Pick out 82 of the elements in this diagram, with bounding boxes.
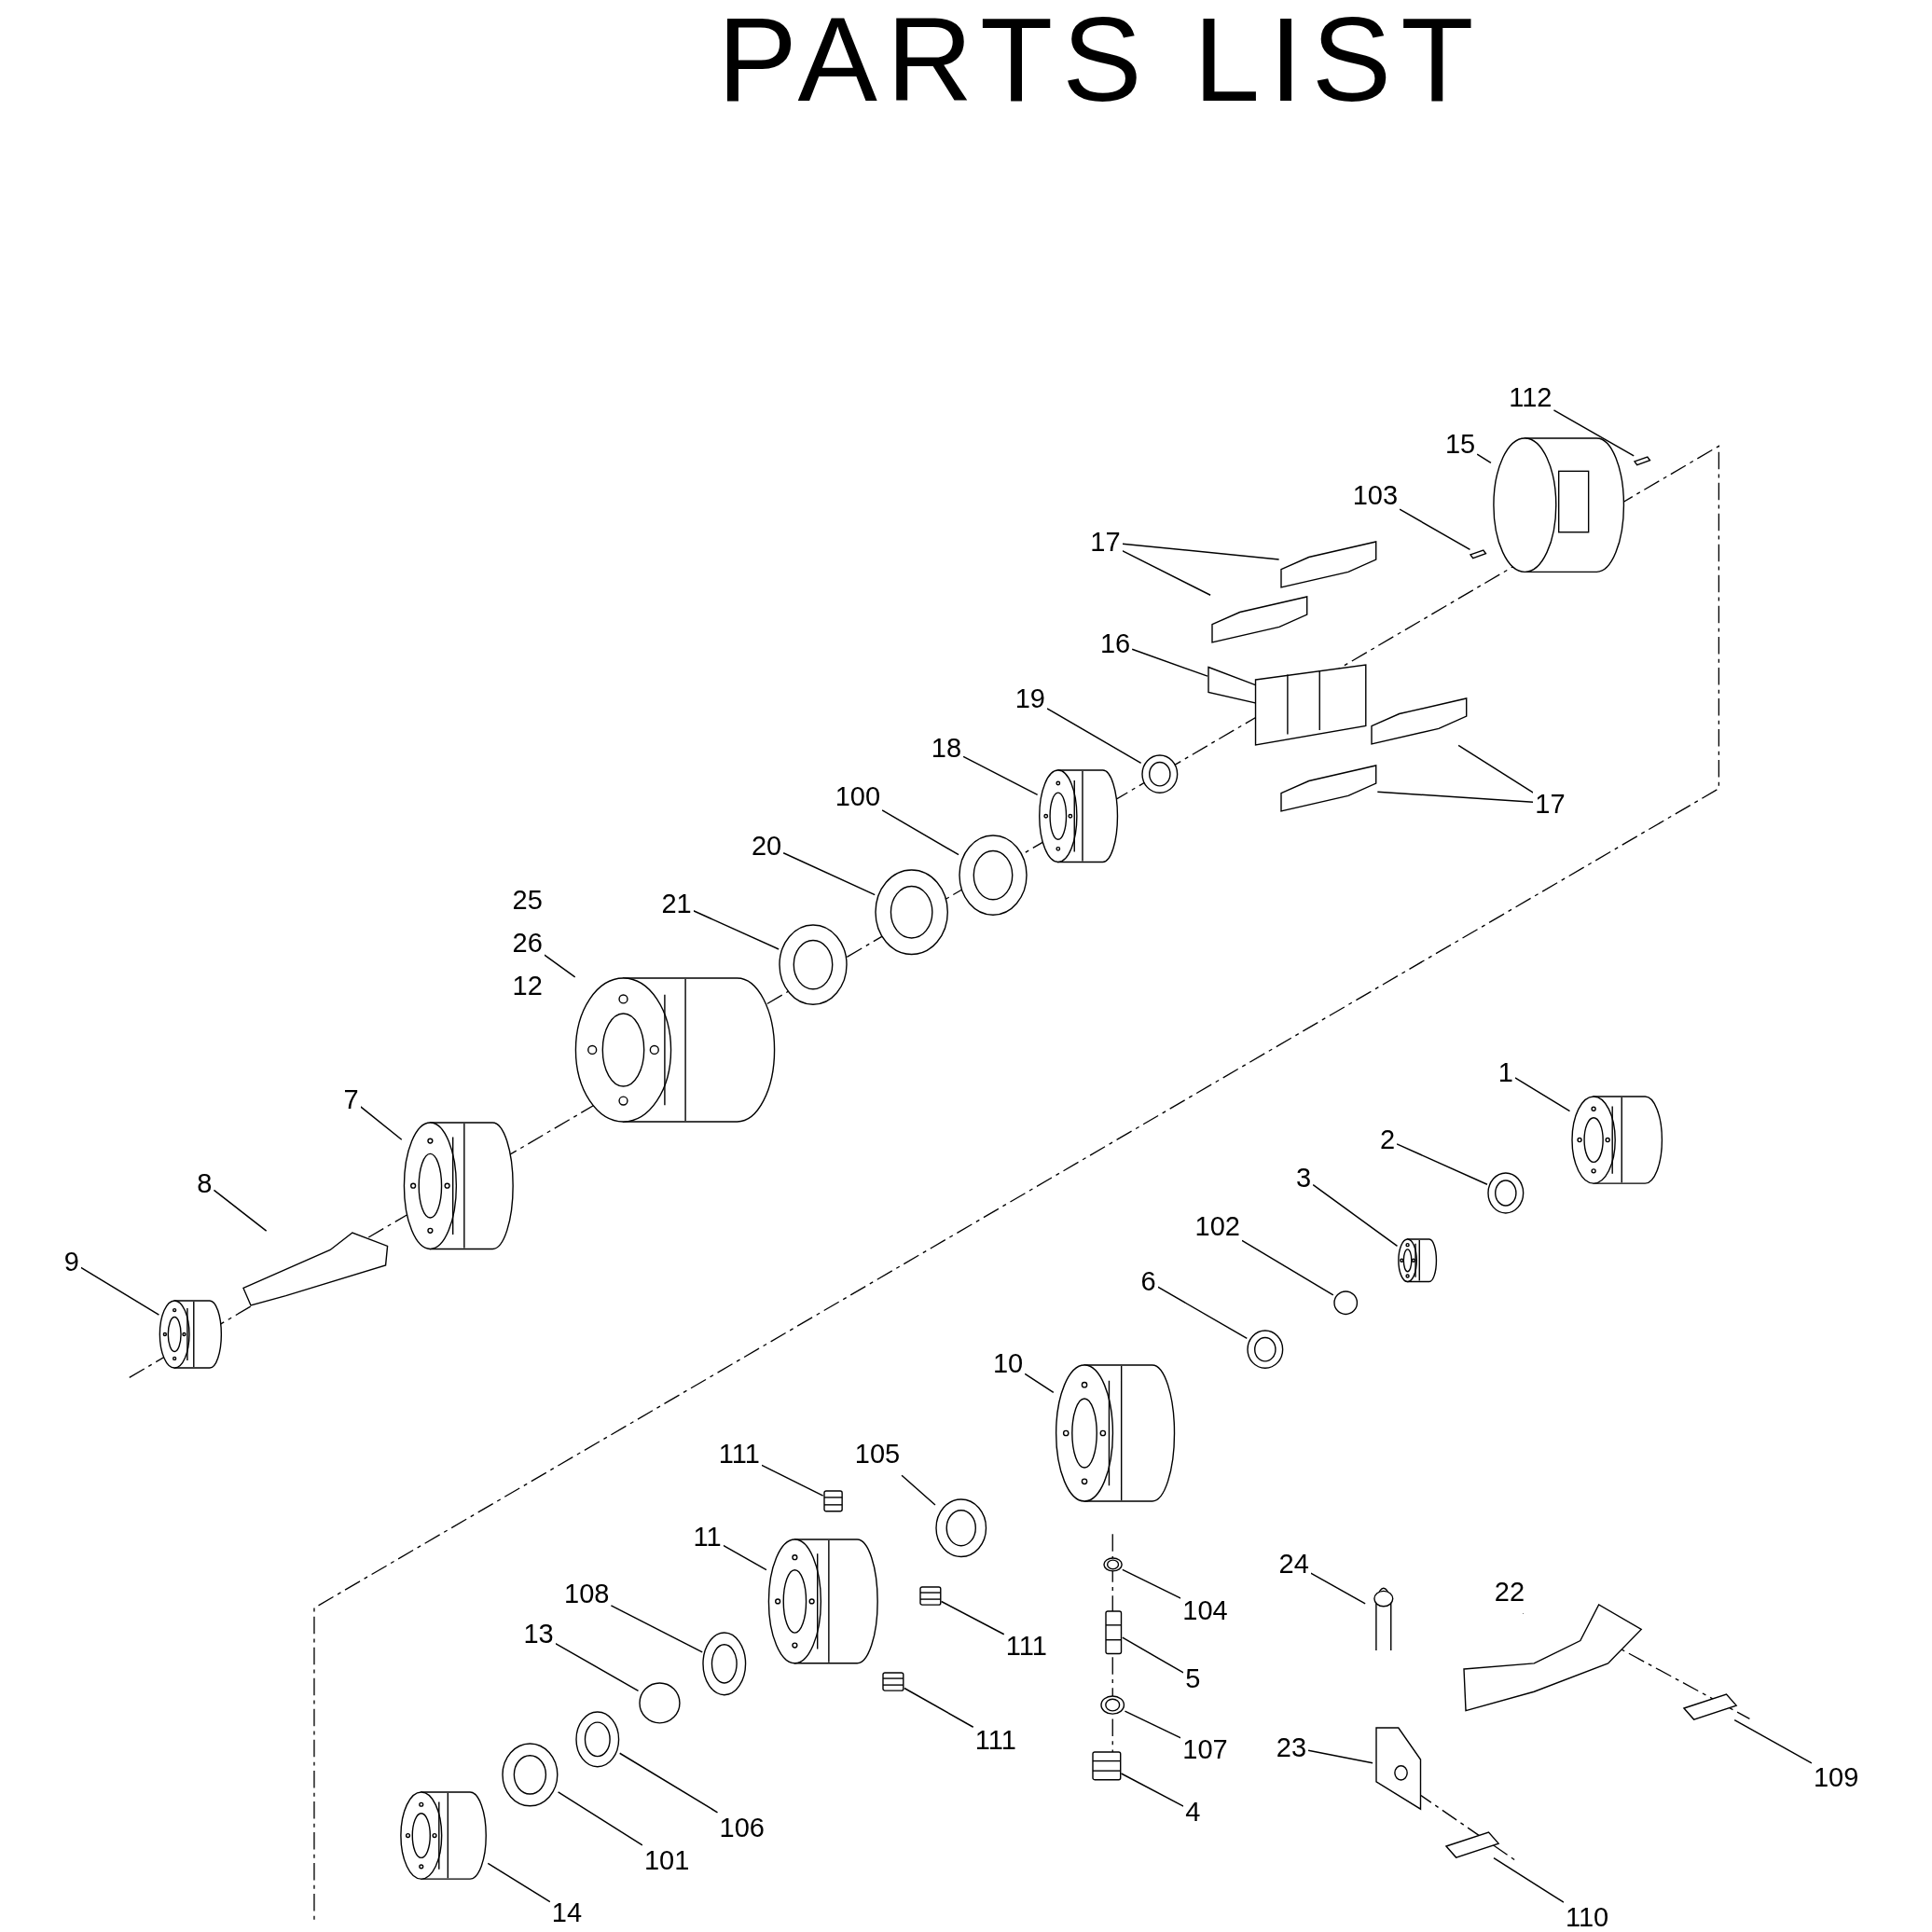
leader-line: [1120, 1773, 1184, 1807]
leader-line: [904, 1687, 974, 1728]
leader-line: [761, 1464, 824, 1497]
leader-line: [1241, 1239, 1334, 1296]
leader-line: [554, 1642, 640, 1692]
leader-line: [1310, 1572, 1366, 1605]
leader-line: [1307, 1749, 1373, 1764]
ring-part-drawing: [1140, 753, 1179, 794]
ring-part-drawing: [1486, 1171, 1525, 1214]
ring-part-drawing: [779, 924, 849, 1006]
cylinder-part-drawing: [1053, 1363, 1177, 1502]
leader-line: [360, 1106, 403, 1140]
cylinder-part-drawing: [766, 1539, 880, 1665]
shaft-drawing: [242, 1231, 390, 1307]
ring-part-drawing: [501, 1742, 559, 1807]
screw-drawing: [822, 1489, 843, 1512]
pin-drawing: [1634, 455, 1651, 466]
ring-part-drawing: [959, 834, 1028, 916]
ring-part-drawing: [1102, 1557, 1123, 1573]
vane-blade-drawing: [1278, 764, 1378, 814]
rotor-drawing: [1208, 662, 1368, 747]
leader-line: [782, 852, 876, 896]
ring-part-drawing: [934, 1497, 987, 1558]
leader-line: [610, 1605, 703, 1653]
leader-line: [1552, 409, 1635, 457]
leader-line: [1121, 549, 1211, 596]
ring-part-drawing: [575, 1711, 620, 1769]
leader-line: [881, 809, 959, 856]
leader-line: [722, 1544, 767, 1571]
screw-drawing: [1091, 1750, 1122, 1781]
ring-part-drawing: [875, 868, 949, 956]
callout-number: 12: [512, 969, 543, 1002]
title: PARTS LIST: [716, 0, 1484, 128]
pin-drawing: [1470, 549, 1487, 559]
screw-drawing: [1105, 1610, 1123, 1655]
cylinder-part-drawing: [399, 1791, 489, 1881]
vane-blade-drawing: [1370, 696, 1470, 746]
leader-line: [1122, 1636, 1184, 1674]
callout-number: 25: [512, 883, 543, 917]
vane-blade-drawing: [1278, 539, 1378, 589]
leader-line: [1312, 1183, 1399, 1248]
cylinder-part-drawing: [1037, 768, 1119, 862]
leader-line: [962, 755, 1039, 796]
callout-number: 26: [512, 926, 543, 959]
leader-line: [557, 1791, 643, 1846]
leader-line: [1122, 1568, 1182, 1599]
leader-line: [1156, 1286, 1249, 1340]
pin-drawing: [1683, 1692, 1738, 1720]
ring-part-drawing: [1100, 1695, 1125, 1716]
leader-line: [1376, 791, 1535, 804]
leader-line: [1733, 1718, 1813, 1764]
ring-part-drawing: [702, 1631, 747, 1696]
leader-line: [1046, 708, 1142, 765]
leader-line: [80, 1266, 160, 1316]
leader-line: [487, 1862, 551, 1903]
leader-line: [1399, 508, 1471, 551]
leader-line: [1124, 1710, 1182, 1739]
leader-line: [940, 1600, 1005, 1635]
leader-line: [213, 1189, 268, 1232]
leader-line: [1024, 1373, 1055, 1394]
leader-line: [1476, 453, 1492, 464]
cylinder-part-drawing: [401, 1121, 516, 1249]
cylinder-part-drawing: [159, 1300, 224, 1370]
vane-blade-drawing: [1209, 595, 1309, 645]
leader-line: [1457, 744, 1535, 794]
cylinder-part-drawing: [1569, 1095, 1663, 1184]
screw-drawing: [918, 1585, 942, 1606]
leader-line: [618, 1752, 719, 1814]
ball-part-drawing: [1332, 1290, 1359, 1315]
leader-line: [1131, 648, 1208, 677]
leader-line: [544, 954, 576, 978]
pin-drawing: [1445, 1830, 1500, 1858]
leader-line: [1121, 543, 1280, 560]
leader-line: [1514, 1077, 1571, 1112]
sleeve-drawing: [1490, 437, 1627, 573]
leader-line: [1493, 1856, 1565, 1903]
cylinder-part-drawing: [1397, 1238, 1437, 1283]
ring-part-drawing: [1247, 1329, 1284, 1370]
leader-line: [901, 1474, 936, 1506]
leader-line: [692, 910, 780, 950]
screw-drawing: [882, 1672, 904, 1692]
leader-line: [1396, 1143, 1488, 1185]
